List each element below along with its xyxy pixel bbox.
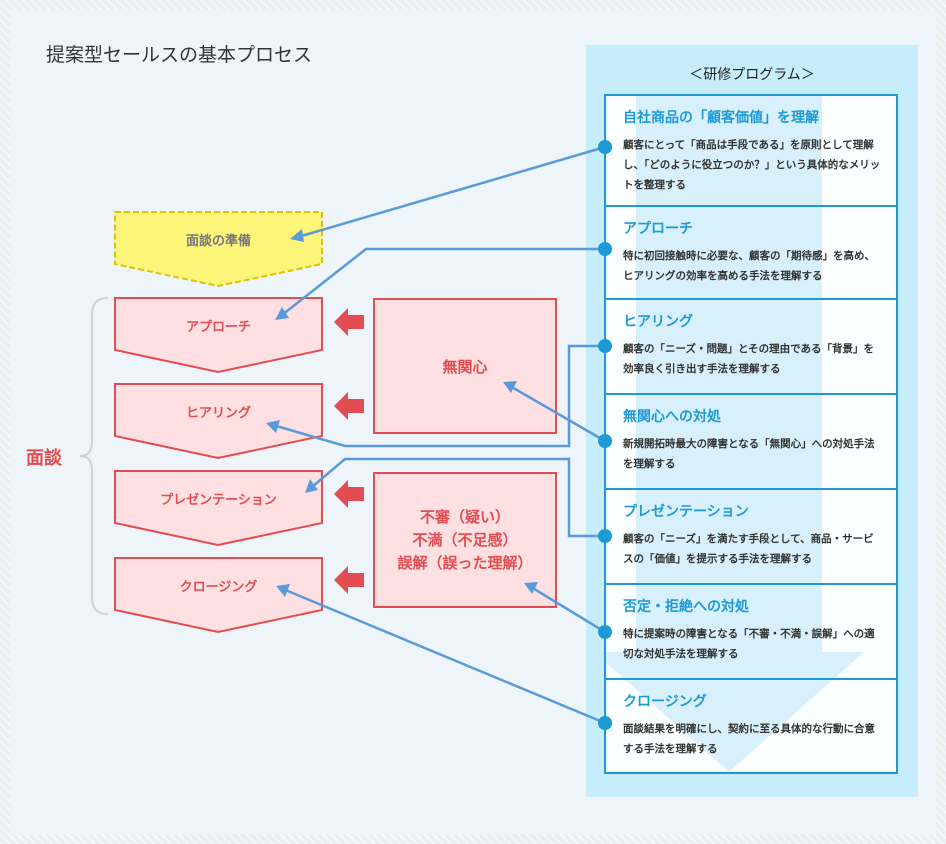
program-item-desc: 顧客の「ニーズ・問題」とその理由である「背景」を効率良く引き出す手法を理解する bbox=[623, 343, 875, 375]
divider bbox=[606, 678, 896, 680]
program-item-desc: 顧客にとって「商品は手段である」を原則として理解し、「どのように役立つのか？」と… bbox=[623, 139, 881, 191]
program-title: ＜研修プログラム＞ bbox=[689, 67, 815, 83]
step-approach-label: アプローチ bbox=[185, 320, 251, 335]
program-item-title: ヒアリング bbox=[623, 314, 693, 330]
step-presentation-shape bbox=[114, 470, 323, 547]
divider bbox=[606, 393, 896, 395]
left-arrow-icon bbox=[334, 566, 364, 594]
program-item-desc: 特に提案時の障害となる「不審・不満・誤解」への適切な対処手法を理解する bbox=[623, 628, 875, 660]
obstacle-doubt-line: 不審（疑い） bbox=[419, 507, 510, 526]
program-list: 自社商品の「顧客価値」を理解 顧客にとって「商品は手段である」を原則として理解し… bbox=[604, 94, 898, 774]
program-item-desc: 新規開拓時最大の障害となる「無関心」への対処手法を理解する bbox=[623, 438, 875, 470]
left-arrow-icon bbox=[334, 308, 364, 336]
prep-shape bbox=[114, 211, 323, 288]
program-item-title: プレゼンテーション bbox=[623, 504, 749, 520]
program-item: ヒアリング 顧客の「ニーズ・問題」とその理由である「背景」を効率良く引き出す手法… bbox=[606, 300, 896, 393]
obstacle-indifference: 無関心 bbox=[373, 298, 557, 434]
program-item: 無関心への対処 新規開拓時最大の障害となる「無関心」への対処手法を理解する bbox=[606, 395, 896, 488]
program-item: クロージング 面談結果を明確にし、契約に至る具体的な行動に合意する手法を理解する bbox=[606, 680, 896, 772]
prep-label: 面談の準備 bbox=[185, 234, 251, 249]
divider bbox=[606, 298, 896, 300]
left-arrow-icon bbox=[334, 480, 364, 508]
left-arrow-icon bbox=[334, 392, 364, 420]
obstacle-doubt-line: 誤解（誤った理解） bbox=[397, 553, 533, 572]
divider bbox=[606, 488, 896, 490]
divider bbox=[606, 205, 896, 207]
step-approach-shape bbox=[114, 297, 323, 374]
program-item-title: 自社商品の「顧客価値」を理解 bbox=[623, 110, 819, 126]
program-item: 否定・拒絶への対処 特に提案時の障害となる「不審・不満・誤解」への適切な対処手法… bbox=[606, 585, 896, 678]
interview-label: 面談 bbox=[26, 448, 62, 469]
obstacle-doubts: 不審（疑い） 不満（不足感） 誤解（誤った理解） bbox=[373, 472, 557, 608]
step-hearing-shape bbox=[114, 383, 323, 460]
interview-bracket bbox=[79, 297, 109, 615]
step-hearing-label: ヒアリング bbox=[185, 406, 251, 421]
program-item: プレゼンテーション 顧客の「ニーズ」を満たす手段として、商品・サービスの「価値」… bbox=[606, 490, 896, 583]
page-title: 提案型セールスの基本プロセス bbox=[46, 44, 313, 66]
divider bbox=[606, 583, 896, 585]
program-item-title: アプローチ bbox=[623, 221, 693, 237]
program-item: 自社商品の「顧客価値」を理解 顧客にとって「商品は手段である」を原則として理解し… bbox=[606, 96, 896, 206]
program-item: アプローチ 特に初回接触時に必要な、顧客の「期待感」を高め、ヒアリングの効率を高… bbox=[606, 207, 896, 299]
step-closing-label: クロージング bbox=[179, 580, 258, 595]
program-item-desc: 顧客の「ニーズ」を満たす手段として、商品・サービスの「価値」を提示する手法を理解… bbox=[623, 533, 874, 565]
obstacle-indifference-label: 無関心 bbox=[442, 357, 488, 376]
program-item-title: 否定・拒絶への対処 bbox=[623, 599, 749, 615]
step-closing-shape bbox=[114, 557, 323, 634]
step-presentation-label: プレゼンテーション bbox=[160, 493, 277, 508]
program-flow-arrow-icon bbox=[606, 96, 864, 772]
obstacle-doubt-line: 不満（不足感） bbox=[412, 530, 518, 549]
program-item-desc: 面談結果を明確にし、契約に至る具体的な行動に合意する手法を理解する bbox=[623, 723, 875, 755]
program-item-desc: 特に初回接触時に必要な、顧客の「期待感」を高め、ヒアリングの効率を高める手法を理… bbox=[623, 250, 875, 282]
program-item-title: クロージング bbox=[623, 694, 707, 710]
program-item-title: 無関心への対処 bbox=[623, 409, 721, 425]
